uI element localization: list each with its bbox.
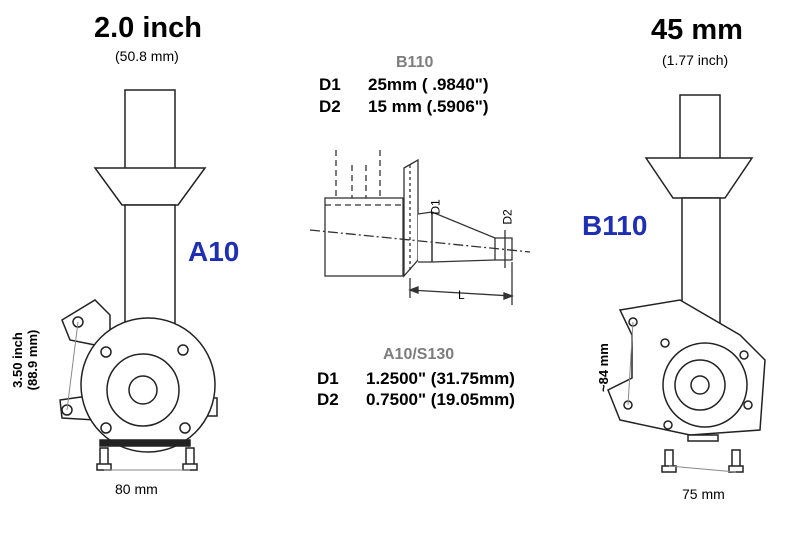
a10-bolt-hole — [179, 422, 191, 434]
a10-strut-top — [124, 89, 176, 171]
b110-diameter-imperial: (1.77 inch) — [662, 52, 729, 68]
a10-d1-value: 1.2500" (31.75mm) — [366, 369, 515, 388]
a10-diameter-metric: (50.8 mm) — [115, 48, 179, 64]
b110-d1-label: D1 — [319, 75, 341, 94]
a10-spring-seat — [93, 167, 207, 206]
drawing-d2-label: D2 — [500, 209, 515, 225]
a10-d2-value: 0.7500" (19.05mm) — [366, 390, 515, 409]
a10-bolt-hole — [100, 346, 112, 358]
center-spindle-drawing — [309, 150, 531, 305]
b110-bolt-hole — [660, 338, 670, 348]
b110-bolt-hole — [739, 350, 749, 360]
a10-name: A10 — [188, 236, 240, 267]
a10-bolt-height-line2: (88.9 mm) — [25, 329, 40, 391]
b110-diameter: 45 mm — [651, 14, 743, 46]
b110-d1-value: 25mm ( .9840") — [368, 75, 489, 94]
a10-strut-body — [124, 204, 176, 331]
a10-bolt-width: 80 mm — [115, 481, 158, 497]
a10-bolt-height: 3.50 inch (88.9 mm) — [10, 320, 40, 400]
a10-diameter: 2.0 inch — [94, 12, 202, 44]
b110-name: B110 — [582, 210, 648, 241]
a10-stud-left-head — [96, 463, 112, 471]
b110-spec-title: B110 — [396, 54, 434, 71]
b110-bottom-plate — [687, 434, 719, 442]
a10-stud-right-head — [182, 463, 198, 471]
b110-bolt-width: 75 mm — [682, 486, 725, 502]
a10-bolt-hole — [177, 344, 189, 356]
b110-spindle-drawing — [607, 94, 766, 473]
a10-d1-label: D1 — [317, 369, 339, 388]
b110-bolt-hole — [743, 400, 753, 410]
b110-bolt-height: ~84 mm — [596, 343, 611, 392]
a10-hub-center — [128, 375, 158, 405]
a10-bolt-height-line1: 3.50 inch — [10, 332, 25, 388]
b110-d2-value: 15 mm (.5906") — [368, 97, 489, 116]
b110-spring-seat — [644, 157, 754, 199]
a10-d2-label: D2 — [317, 390, 339, 409]
a10-bolt-hole — [100, 422, 112, 434]
b110-hub-center — [690, 375, 710, 395]
b110-dimension-lines — [627, 321, 737, 473]
a10-spec-title: A10/S130 — [383, 346, 455, 363]
drawing-l-label: L — [458, 288, 465, 302]
b110-bolt-hole — [663, 420, 673, 430]
b110-d2-label: D2 — [319, 97, 341, 116]
a10-spindle-drawing — [59, 89, 218, 471]
b110-strut-top — [679, 94, 721, 161]
drawing-d1-label: D1 — [428, 199, 443, 215]
a10-dimension-lines — [66, 321, 190, 471]
a10-bottom-plate — [99, 439, 191, 447]
